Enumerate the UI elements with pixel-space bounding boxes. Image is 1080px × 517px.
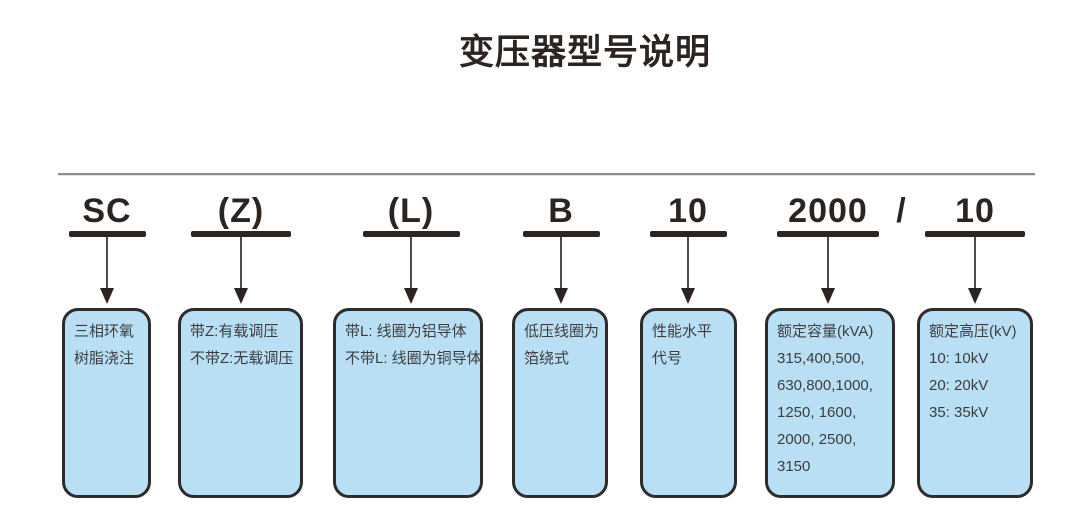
description-box: 额定高压(kV) 10: 10kV 20: 20kV 35: 35kV (917, 308, 1033, 498)
description-line: 不带Z:无载调压 (190, 350, 294, 367)
down-arrow-icon (100, 288, 114, 304)
down-arrow-stem (974, 237, 976, 289)
description-line: 三相环氧 (74, 323, 135, 340)
down-arrow-stem (106, 237, 108, 289)
description-box: 带Z:有载调压 不带Z:无载调压 (178, 308, 303, 498)
description-line: 315,400,500, (777, 350, 865, 367)
code-label: 10 (668, 192, 708, 230)
down-arrow-icon (234, 288, 248, 304)
down-arrow-stem (560, 237, 562, 289)
description-line: 1250, 1600, (777, 404, 857, 421)
down-arrow-icon (404, 288, 418, 304)
description-line: 带Z:有载调压 (190, 323, 279, 340)
code-label: B (548, 192, 574, 230)
code-underline (191, 231, 291, 237)
description-box: 三相环氧 树脂浇注 (62, 308, 151, 498)
description-line: 树脂浇注 (74, 350, 135, 367)
code-label: 2000 (788, 192, 868, 230)
description-line: 10: 10kV (929, 350, 989, 367)
down-arrow-stem (240, 237, 242, 289)
description-line: 3150 (777, 458, 811, 475)
down-arrow-icon (968, 288, 982, 304)
down-arrow-icon (554, 288, 568, 304)
down-arrow-icon (681, 288, 695, 304)
code-label: (L) (387, 192, 435, 230)
code-underline (363, 231, 460, 237)
description-box: 额定容量(kVA) 315,400,500, 630,800,1000, 125… (765, 308, 895, 498)
page-title: 变压器型号说明 (458, 33, 712, 72)
description-line: 低压线圈为 (524, 323, 600, 340)
code-underline (777, 231, 879, 237)
description-box: 低压线圈为 箔绕式 (512, 308, 608, 498)
code-label: SC (82, 192, 132, 230)
down-arrow-icon (821, 288, 835, 304)
description-box: 带L: 线圈为铝导体 不带L: 线圈为铜导体 (333, 308, 483, 498)
description-line: 2000, 2500, (777, 431, 857, 448)
description-line: 630,800,1000, (777, 377, 873, 394)
description-line: 额定容量(kVA) (777, 323, 874, 340)
code-underline (69, 231, 146, 237)
description-line: 性能水平 (652, 323, 713, 340)
code-underline (523, 231, 600, 237)
description-line: 代号 (652, 350, 683, 367)
description-line: 20: 20kV (929, 377, 989, 394)
code-underline (925, 231, 1025, 237)
description-line: 带L: 线圈为铝导体 (345, 323, 467, 340)
down-arrow-stem (687, 237, 689, 289)
description-line: 额定高压(kV) (929, 323, 1017, 340)
description-line: 35: 35kV (929, 404, 989, 421)
code-label: (Z) (217, 192, 265, 230)
divider-line (58, 173, 1035, 176)
code-underline (650, 231, 727, 237)
description-line: 箔绕式 (524, 350, 570, 367)
description-box: 性能水平 代号 (640, 308, 737, 498)
code-separator: / (896, 192, 906, 230)
code-label: 10 (955, 192, 995, 230)
down-arrow-stem (410, 237, 412, 289)
description-line: 不带L: 线圈为铜导体 (345, 350, 482, 367)
down-arrow-stem (827, 237, 829, 289)
